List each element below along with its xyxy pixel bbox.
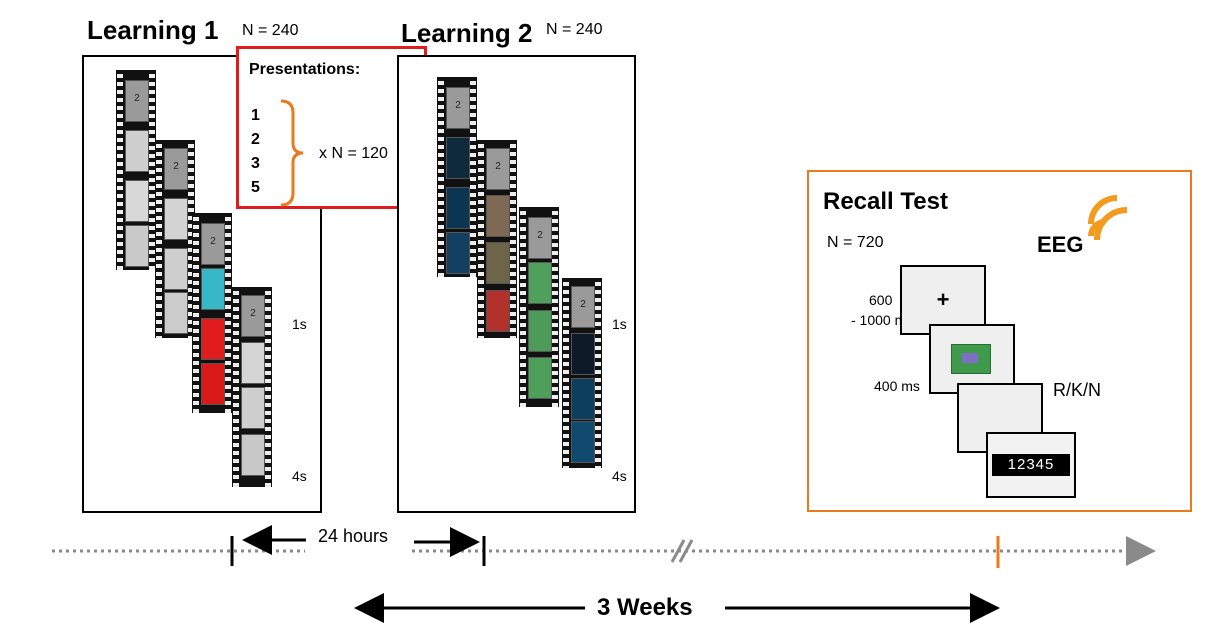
eeg-label: EEG xyxy=(1037,232,1084,257)
stimulus-image xyxy=(951,344,991,374)
learning-1-film-strip-4 xyxy=(232,287,272,487)
film-frame-scene xyxy=(486,195,510,237)
film-frame-scene xyxy=(446,137,470,179)
fixation-cross: + xyxy=(936,287,950,312)
presentation-count: 5 xyxy=(251,179,260,196)
film-frame-scene xyxy=(201,268,225,310)
film-frame-scene xyxy=(241,342,265,384)
film-frame-scene xyxy=(125,225,149,267)
learning-1-n: N = 240 xyxy=(242,22,299,39)
span-label: 3 Weeks xyxy=(597,594,693,621)
film-frame-scene xyxy=(528,310,552,352)
learning-2-film-strip-4 xyxy=(562,278,602,468)
film-frame-scene xyxy=(201,318,225,360)
film-frame-scene xyxy=(571,333,595,375)
timeline xyxy=(52,525,1156,623)
film-frame-scene xyxy=(528,262,552,304)
film-frame-title xyxy=(446,87,470,129)
film-frame-scene xyxy=(201,363,225,405)
presentation-count: 3 xyxy=(251,155,260,172)
film-frame-scene xyxy=(486,290,510,332)
film-frame-scene xyxy=(125,180,149,222)
learning-2-n: N = 240 xyxy=(546,21,603,38)
confidence-scale: 12345 xyxy=(992,454,1070,476)
learning-1-film-strip-3 xyxy=(192,213,232,413)
recall-test-title: Recall Test xyxy=(823,188,948,215)
film-frame-scene xyxy=(125,130,149,172)
gap-label: 24 hours xyxy=(318,526,389,546)
recall-test-panel: Recall Test N = 720 EEG 600 - 1000 ms 40… xyxy=(807,170,1192,512)
recall-test-n: N = 720 xyxy=(827,234,884,251)
film-frame-scene xyxy=(241,387,265,429)
time-break-mark xyxy=(670,539,686,563)
learning-1-film-strip-1 xyxy=(116,70,156,270)
eeg-signal-icon xyxy=(1088,195,1128,241)
film-frame-title xyxy=(201,223,225,265)
learning-2-timing-start: 1s xyxy=(612,316,627,332)
learning-1-film-strip-2 xyxy=(155,140,195,338)
presentations-box: Presentations: 1 2 3 5 x N = 120 xyxy=(236,46,427,209)
presentation-count: 2 xyxy=(251,131,260,148)
learning-2-timing-end: 4s xyxy=(612,468,627,484)
film-frame-scene xyxy=(164,198,188,240)
learning-2-film-strip-3 xyxy=(519,207,559,407)
time-break-mark xyxy=(678,539,694,563)
film-frame-scene xyxy=(486,242,510,284)
film-frame-title xyxy=(571,286,595,328)
film-frame-scene xyxy=(571,421,595,463)
presentation-count: 1 xyxy=(251,107,260,124)
film-frame-scene xyxy=(528,357,552,399)
presentations-title: Presentations: xyxy=(249,61,361,78)
response-label: R/K/N xyxy=(1053,380,1102,400)
learning-1-title: Learning 1 xyxy=(87,15,219,45)
presentations-multiplier: x N = 120 xyxy=(319,145,388,162)
confidence-screen: 12345 xyxy=(986,432,1076,498)
film-frame-scene xyxy=(164,292,188,334)
learning-1-timing-end: 4s xyxy=(292,468,307,484)
film-frame-title xyxy=(125,80,149,122)
film-frame-title xyxy=(241,295,265,337)
learning-2-film-strip-2 xyxy=(477,140,517,338)
stimulus-duration: 400 ms xyxy=(874,378,920,394)
film-frame-scene xyxy=(164,248,188,290)
film-frame-scene xyxy=(446,232,470,274)
film-frame-title xyxy=(164,148,188,190)
learning-2-film-strip-1 xyxy=(437,77,477,277)
fixation-duration-2: - 1000 ms xyxy=(851,312,914,328)
film-frame-scene xyxy=(571,378,595,420)
film-frame-scene xyxy=(241,434,265,476)
film-frame-title xyxy=(528,217,552,259)
fixation-duration-1: 600 xyxy=(869,292,893,308)
curly-brace xyxy=(280,99,304,207)
learning-1-timing-start: 1s xyxy=(292,316,307,332)
film-frame-title xyxy=(486,148,510,190)
film-frame-scene xyxy=(446,187,470,229)
learning-2-title: Learning 2 xyxy=(401,18,533,48)
